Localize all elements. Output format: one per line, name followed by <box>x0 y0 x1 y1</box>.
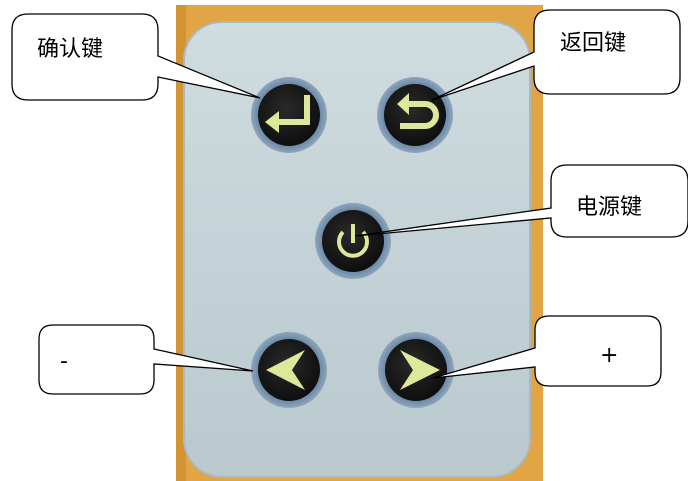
callout-confirm: 确认键 <box>11 13 261 101</box>
power-button[interactable] <box>315 203 391 279</box>
callout-back: 返回键 <box>431 9 681 101</box>
enter-arrow-icon <box>265 95 310 133</box>
callout-plus: + <box>432 315 662 387</box>
callout-back-label: 返回键 <box>560 31 626 56</box>
callout-minus: - <box>38 324 254 395</box>
housing-shadow <box>176 5 186 481</box>
left-arrow-icon <box>266 350 305 390</box>
minus-button[interactable] <box>251 332 327 408</box>
callout-minus-label: - <box>60 349 68 374</box>
return-arrow-icon <box>397 93 439 129</box>
callout-plus-label: + <box>600 343 618 368</box>
back-button[interactable] <box>377 77 453 153</box>
callout-power: 电源键 <box>354 164 688 238</box>
power-icon <box>337 224 369 258</box>
callout-confirm-label: 确认键 <box>37 37 103 62</box>
callout-power-label: 电源键 <box>576 195 642 220</box>
right-arrow-icon <box>400 350 440 390</box>
plus-button[interactable] <box>378 332 454 408</box>
confirm-button[interactable] <box>251 77 327 153</box>
